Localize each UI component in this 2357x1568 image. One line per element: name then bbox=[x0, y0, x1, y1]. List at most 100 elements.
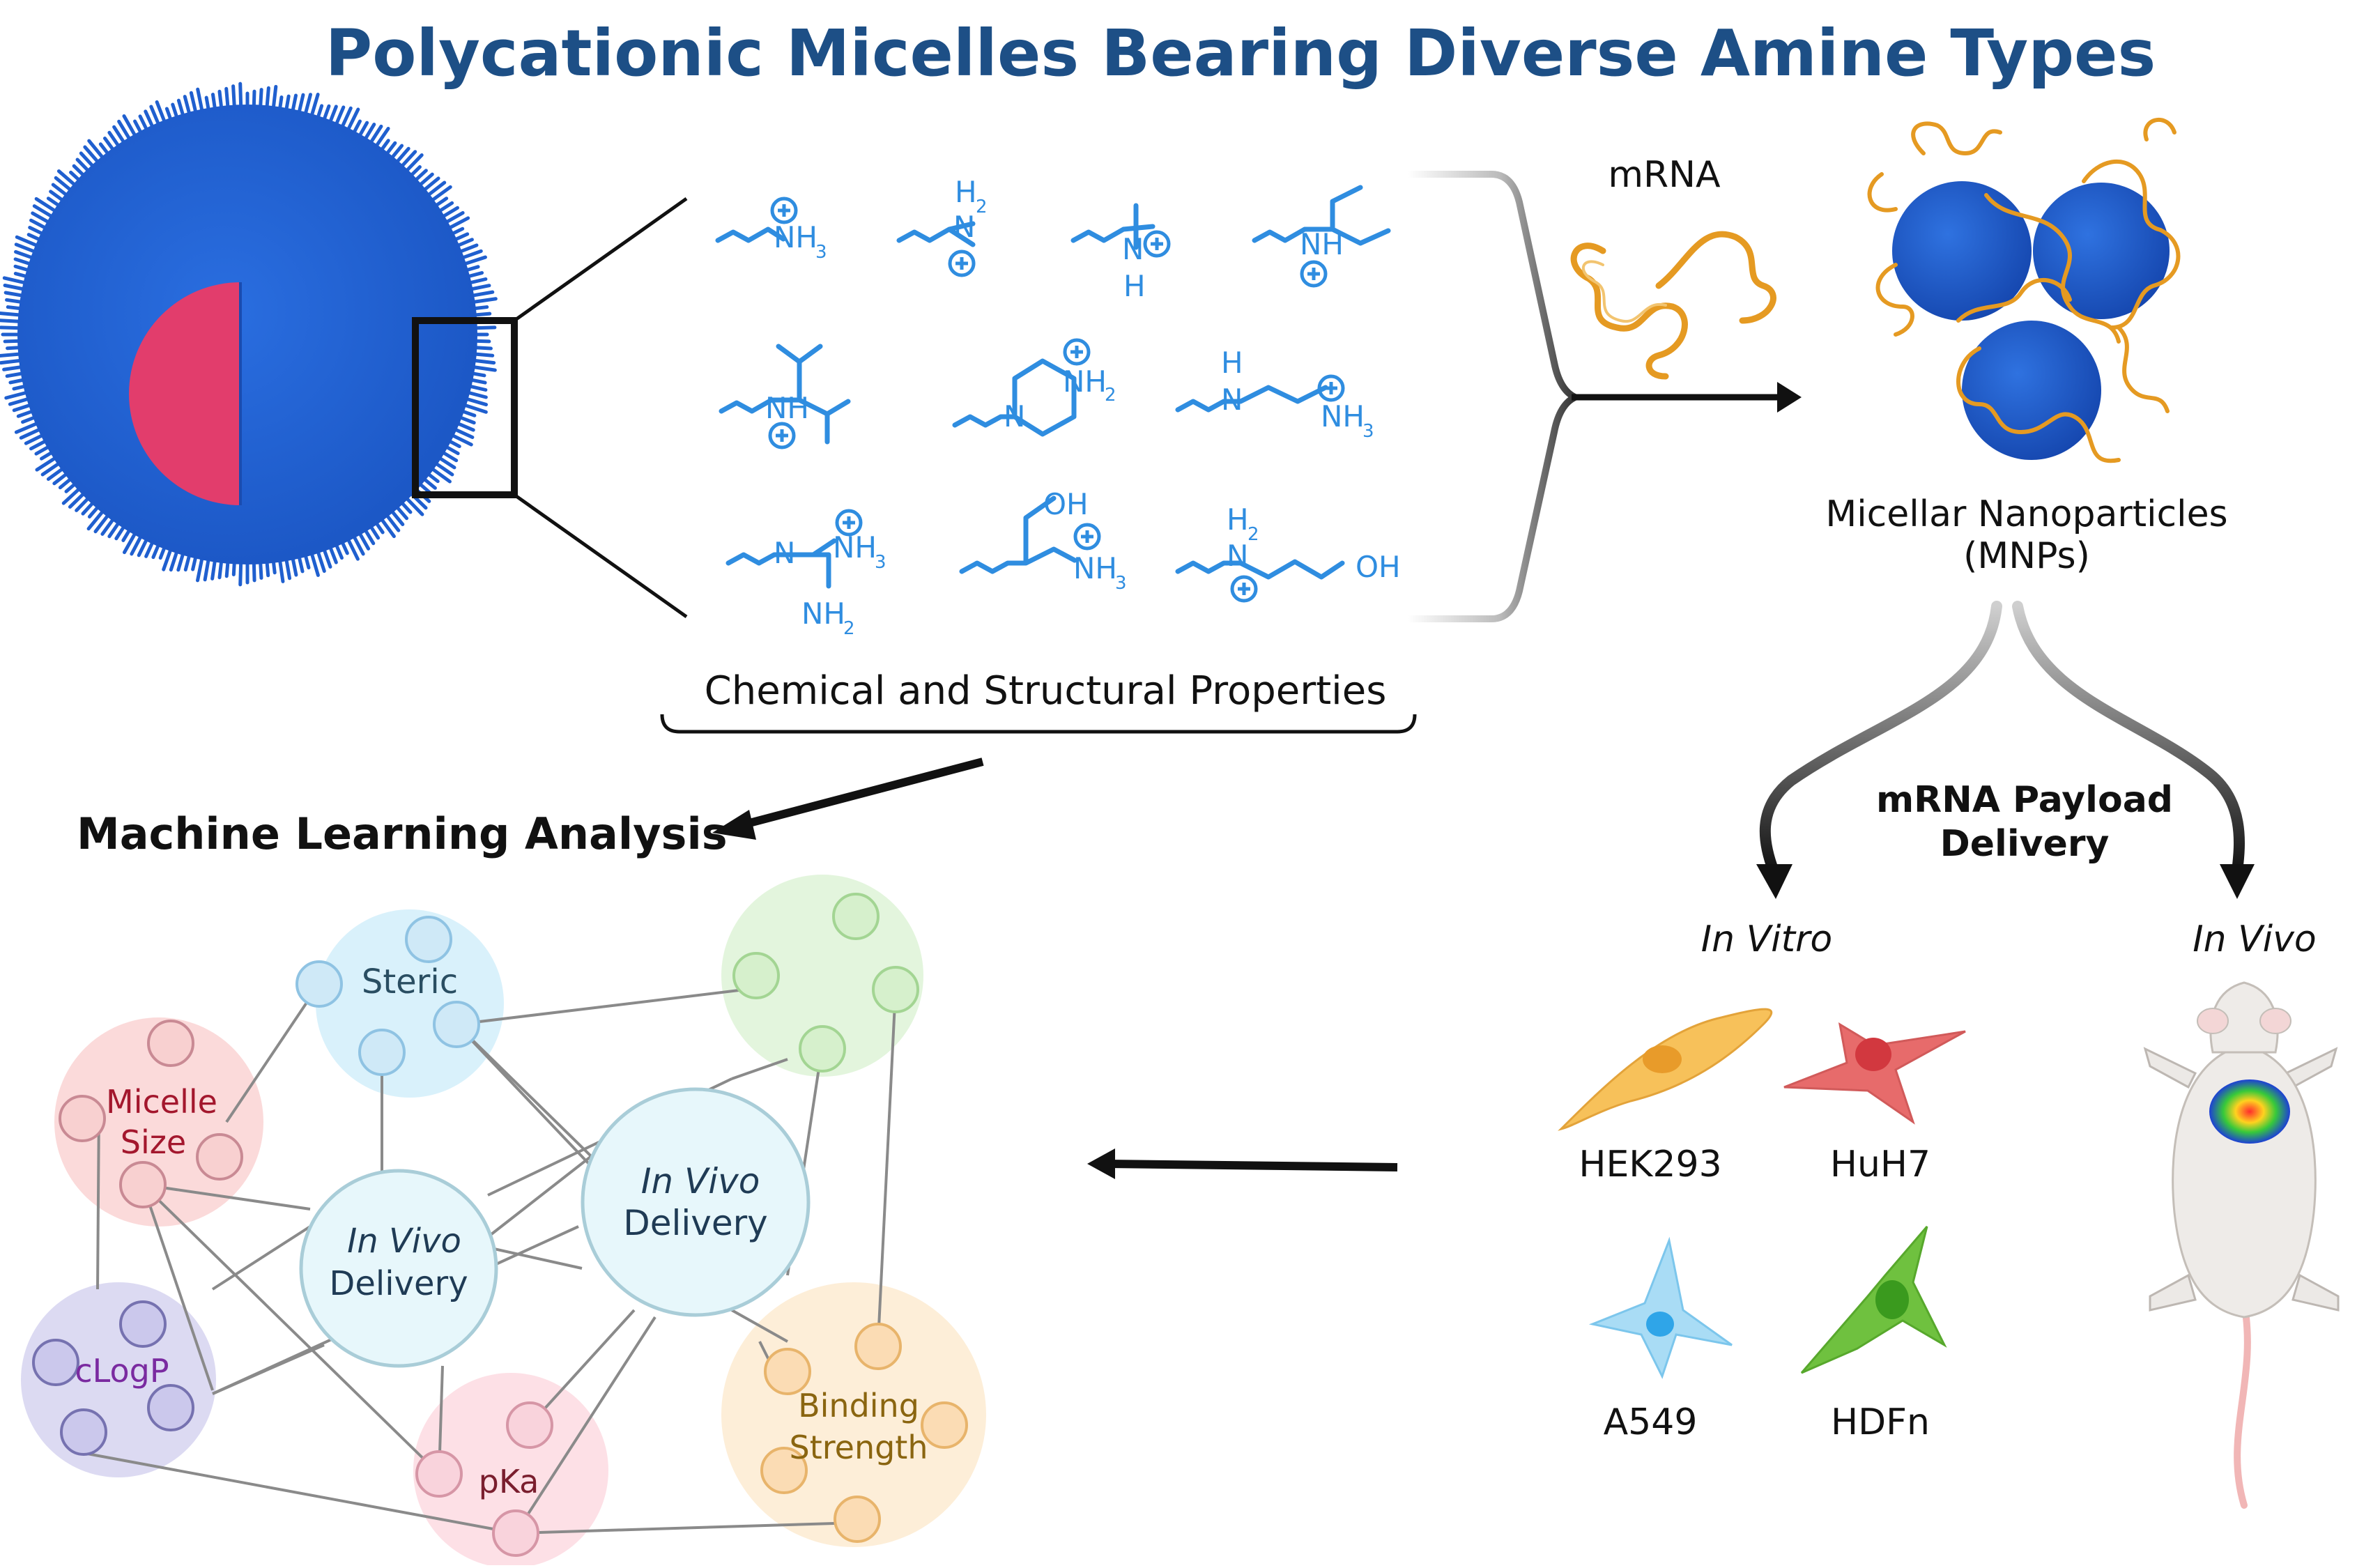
amine-label: N bbox=[774, 536, 795, 570]
mnp-label-line2: (MNPs) bbox=[1963, 535, 2090, 577]
a549-cell-shape bbox=[1588, 1236, 1733, 1379]
mouse-ear-left bbox=[2197, 1008, 2229, 1034]
corona-spike bbox=[122, 114, 138, 139]
network-node bbox=[834, 1496, 881, 1543]
cell-label-hdfn: HDFn bbox=[1831, 1401, 1930, 1443]
center2-line2: Delivery bbox=[623, 1203, 768, 1243]
mnp-sphere bbox=[1962, 321, 2101, 460]
plus-charge-icon bbox=[1073, 523, 1101, 551]
plus-charge-glyph bbox=[778, 204, 790, 217]
corona-spike bbox=[24, 433, 45, 445]
plus-charge-glyph bbox=[1070, 346, 1083, 358]
corona-spike bbox=[421, 176, 440, 193]
corona-spike bbox=[339, 106, 353, 130]
mnp-sphere bbox=[2033, 183, 2170, 319]
mnp-mrna-wrap bbox=[1867, 118, 2181, 463]
corona-spike bbox=[238, 82, 243, 109]
corona-spike bbox=[87, 139, 106, 161]
micelle-body bbox=[17, 105, 477, 564]
zoom-line-bottom bbox=[513, 493, 688, 619]
zoom-line-top bbox=[513, 197, 688, 323]
cluster-label-binding-1: Binding bbox=[798, 1387, 919, 1424]
amine-label: OH bbox=[1043, 487, 1089, 521]
corona-spike bbox=[149, 105, 161, 128]
corona-spike bbox=[238, 560, 243, 587]
corona-spike bbox=[374, 126, 390, 149]
network-node bbox=[196, 1133, 243, 1181]
amine-label-sub: 3 bbox=[1362, 421, 1374, 442]
corona-spike bbox=[0, 311, 23, 317]
plus-charge-icon bbox=[835, 509, 863, 537]
amine-label: H bbox=[1123, 269, 1146, 303]
corona-spike bbox=[303, 93, 313, 117]
amine-label: NH bbox=[1063, 364, 1107, 399]
corona-spike bbox=[429, 185, 452, 203]
corona-spike bbox=[291, 555, 298, 577]
corona-spike bbox=[54, 176, 74, 193]
corona-spike bbox=[2, 276, 28, 285]
corona-spike bbox=[144, 109, 155, 130]
corona-spike bbox=[196, 555, 204, 583]
corona-spike bbox=[265, 86, 270, 110]
corona-spike bbox=[472, 352, 495, 358]
mnp-cluster bbox=[1867, 118, 2181, 463]
network-node bbox=[415, 1450, 463, 1498]
corona-spike bbox=[51, 183, 70, 198]
corona-spike bbox=[107, 130, 121, 149]
corona-spike bbox=[217, 558, 224, 580]
network-node bbox=[405, 916, 452, 963]
corona-spike bbox=[14, 243, 38, 254]
branch-arrow-invitro bbox=[1759, 601, 2002, 877]
plus-charge-glyph bbox=[1307, 268, 1320, 280]
corona-spike bbox=[461, 255, 487, 266]
chem-caption: Chemical and Structural Properties bbox=[705, 668, 1387, 714]
network-node bbox=[295, 960, 343, 1008]
merge-arrow-head bbox=[1777, 382, 1802, 413]
cell-huh7 bbox=[1783, 1022, 1966, 1125]
corona-spike bbox=[144, 539, 155, 558]
corona-spike bbox=[176, 551, 185, 572]
corona-spike bbox=[86, 508, 106, 531]
corona-spike bbox=[56, 169, 78, 188]
corona-spike bbox=[465, 390, 488, 399]
corona-spike bbox=[334, 105, 346, 128]
amine-label-sub: 2 bbox=[976, 197, 988, 217]
corona-spike bbox=[79, 151, 96, 169]
branch-arrow-invitro-head bbox=[1756, 864, 1792, 899]
corona-spike bbox=[169, 548, 179, 572]
mouse-leg-left bbox=[2149, 1273, 2197, 1312]
center-node-2 bbox=[581, 1087, 811, 1317]
network-node bbox=[32, 1339, 79, 1386]
corona-spike bbox=[0, 352, 23, 358]
corona-spike bbox=[107, 520, 121, 539]
corona-spike bbox=[75, 495, 91, 512]
network-node bbox=[872, 966, 919, 1013]
corona-spike bbox=[362, 527, 376, 546]
network-node bbox=[59, 1095, 106, 1142]
amine-diisopropyl bbox=[719, 344, 851, 445]
bioluminescence-signal bbox=[2209, 1079, 2290, 1144]
corona-spike bbox=[46, 466, 66, 481]
amine-hydroxypropylamine bbox=[1175, 559, 1345, 580]
amine-label: NH bbox=[765, 391, 809, 425]
corona-spike bbox=[189, 91, 198, 115]
corona-spike bbox=[19, 426, 43, 440]
corona-spike bbox=[471, 358, 496, 365]
amine-label-sub: 3 bbox=[1115, 573, 1127, 594]
cell-a549 bbox=[1588, 1236, 1733, 1379]
corona-spike bbox=[309, 551, 320, 577]
corona-spike bbox=[469, 290, 495, 298]
amine-label-sub: 3 bbox=[875, 552, 886, 573]
corona-spike bbox=[231, 84, 236, 110]
amine-label-sub: 2 bbox=[1105, 385, 1116, 406]
corona-spike bbox=[379, 516, 396, 539]
network-node bbox=[764, 1348, 811, 1395]
amine-guanidine bbox=[725, 538, 837, 589]
corona-spike bbox=[450, 433, 473, 447]
zoom-box bbox=[412, 317, 518, 498]
corona-spike bbox=[0, 318, 23, 323]
corona-spike bbox=[4, 390, 30, 400]
corona-spike bbox=[461, 403, 488, 414]
positive-charge-markers bbox=[768, 197, 1345, 603]
